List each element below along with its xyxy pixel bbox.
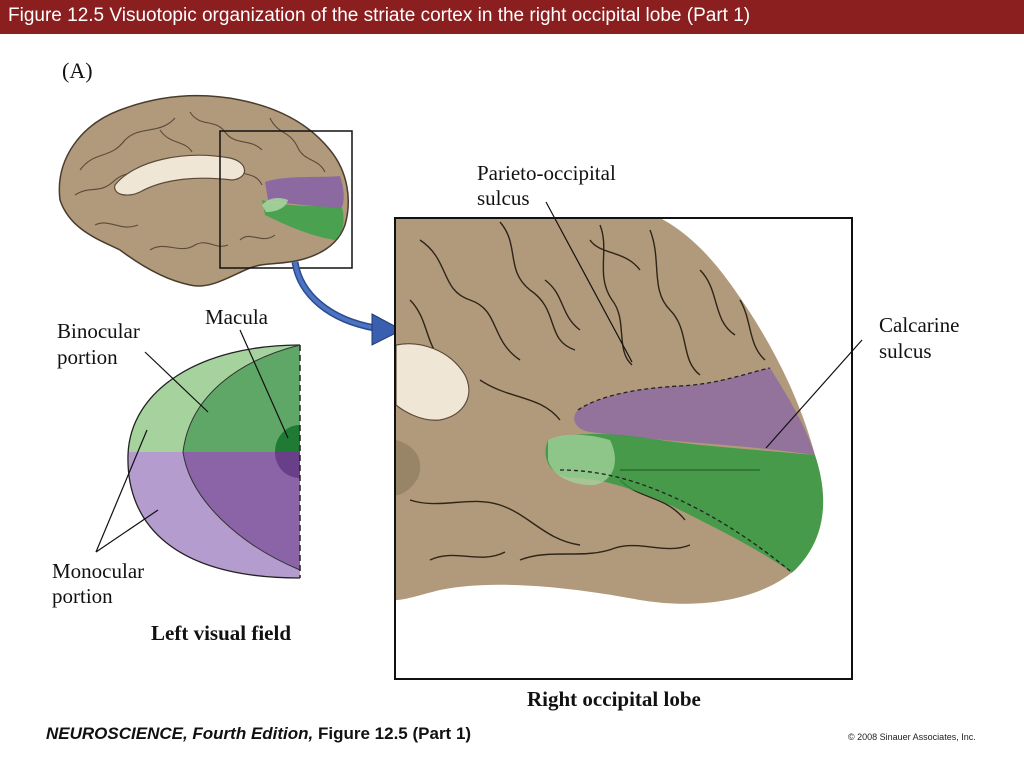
visual-field-diagram <box>127 344 301 579</box>
zoom-arrow <box>291 261 404 346</box>
title-bar: Figure 12.5 Visuotopic organization of t… <box>0 0 1024 34</box>
brain-light-green <box>262 197 288 212</box>
label-monocular-line1: Monocular <box>52 559 145 583</box>
leader-calcarine <box>765 339 863 449</box>
label-calcarine-line2: sulcus <box>879 339 932 363</box>
leader-parieto-occipital <box>545 201 633 363</box>
field-macula-lower <box>275 452 300 478</box>
field-binocular-lower <box>183 452 300 570</box>
label-parieto-occipital-line2: sulcus <box>477 186 530 210</box>
panel-label: (A) <box>62 58 93 83</box>
leader-lines <box>95 201 863 553</box>
footer-book-title: NEUROSCIENCE, Fourth Edition, <box>46 724 314 743</box>
leader-binocular <box>144 351 209 413</box>
leader-macula <box>239 329 289 439</box>
label-macula: Macula <box>205 305 268 329</box>
figure-title: Figure 12.5 Visuotopic organization of t… <box>8 5 751 26</box>
lobe-purple-region <box>574 368 815 455</box>
label-monocular-line2: portion <box>52 584 113 608</box>
field-macula-upper <box>275 425 300 452</box>
label-parieto-occipital-line1: Parieto-occipital <box>477 161 616 185</box>
occipital-lobe-view <box>394 217 853 680</box>
corpus-callosum <box>114 154 246 196</box>
footer-figure-number: Figure 12.5 (Part 1) <box>313 724 472 743</box>
caption-right-occipital-lobe: Right occipital lobe <box>527 687 701 711</box>
lobe-sulci <box>409 221 766 561</box>
label-calcarine-line1: Calcarine <box>879 313 960 337</box>
field-binocular-upper <box>183 345 300 452</box>
brain-green-region <box>262 200 344 240</box>
label-binocular-line1: Binocular <box>57 319 140 343</box>
brain-outline <box>58 94 349 287</box>
lobe-ventricle <box>396 343 470 421</box>
brain-medial-view <box>58 94 353 287</box>
footer-citation: NEUROSCIENCE, Fourth Edition, Figure 12.… <box>46 724 471 744</box>
lobe-green-region <box>545 433 824 575</box>
leader-monocular-upper <box>95 429 148 553</box>
brain-gyri <box>74 111 326 251</box>
leader-monocular-lower <box>95 509 159 553</box>
inset-box <box>219 130 353 269</box>
footer-copyright: © 2008 Sinauer Associates, Inc. <box>848 732 976 742</box>
label-binocular-line2: portion <box>57 345 118 369</box>
caption-left-visual-field: Left visual field <box>151 621 291 645</box>
